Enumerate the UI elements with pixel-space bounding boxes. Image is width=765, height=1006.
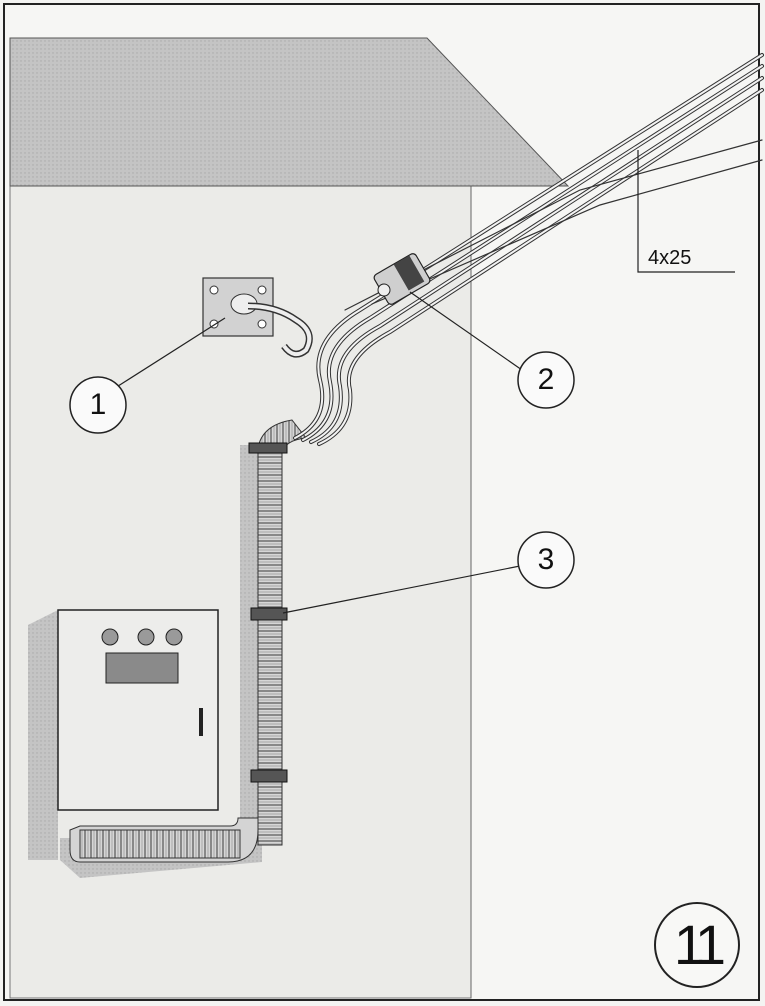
callout-1-circle	[69, 376, 127, 434]
cable-spec-leader	[637, 150, 735, 273]
panel-display	[105, 652, 179, 684]
figure-number-circle	[654, 902, 740, 988]
callout-3-leader	[282, 565, 521, 614]
control-panel	[57, 609, 219, 811]
panel-shadow	[28, 610, 58, 860]
conduit-clips	[248, 442, 288, 783]
indicator-lamp-3	[165, 628, 183, 646]
callout-3-circle	[517, 531, 575, 589]
callout-2-circle	[517, 351, 575, 409]
conduit-vertical	[257, 444, 283, 846]
cable-clamp	[373, 253, 431, 305]
wall-anchor	[202, 277, 313, 358]
indicator-lamp-1	[101, 628, 119, 646]
panel-handle	[199, 708, 203, 736]
indicator-lamp-2	[137, 628, 155, 646]
conduit-horizontal	[79, 829, 241, 859]
roof-overhang	[9, 37, 570, 187]
callout-1-leader	[114, 317, 226, 389]
callout-2-leader	[409, 291, 523, 371]
cable-bundle	[293, 53, 764, 446]
